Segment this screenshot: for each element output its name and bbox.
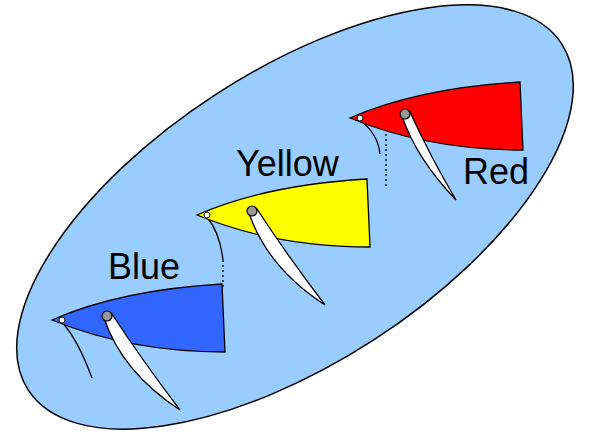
boat-label: Red xyxy=(463,154,529,190)
blue-boat xyxy=(52,284,225,410)
boat-label: Blue xyxy=(108,249,180,285)
boat-label: Yellow xyxy=(236,146,339,182)
yellow-boat xyxy=(197,179,370,305)
